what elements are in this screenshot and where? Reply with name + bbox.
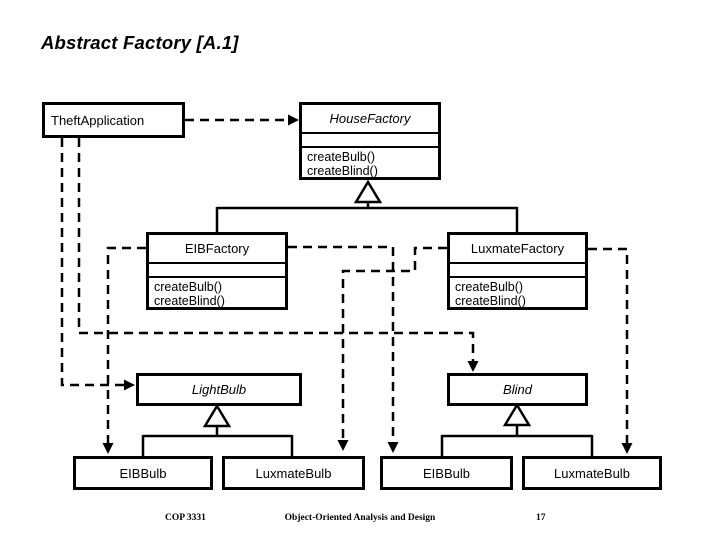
attributes-compartment-housefactory <box>302 132 438 148</box>
class-name-eibbulb-left: EIBBulb <box>119 465 167 481</box>
method-createbulb: createBulb() <box>307 150 376 164</box>
slide-footer: Object-Oriented Analysis and Design COP … <box>0 513 720 529</box>
class-box-lightbulb: LightBulb <box>136 373 302 406</box>
generalization-lines-housefactory <box>215 202 519 232</box>
dependency-luxmatefactory-luxmatebulb-left <box>341 246 447 440</box>
generalization-triangle-housefactory <box>353 179 383 204</box>
footer-course: COP 3331 <box>165 513 206 523</box>
class-box-blind: Blind <box>447 373 588 406</box>
class-box-luxmatefactory: LuxmateFactory createBulb() createBlind(… <box>447 232 588 310</box>
arrowhead-down-blind <box>467 361 479 372</box>
class-name-theftapplication: TheftApplication <box>51 112 145 128</box>
method-createblind: createBlind() <box>455 294 526 307</box>
class-box-housefactory: HouseFactory createBulb() createBlind() <box>299 102 441 180</box>
generalization-lines-blind <box>440 426 594 456</box>
class-name-eibbulb-right: EIBBulb <box>423 465 470 481</box>
method-createbulb: createBulb() <box>154 280 223 294</box>
class-name-lightbulb: LightBulb <box>191 382 247 397</box>
arrowhead-right-lightbulb <box>124 379 135 391</box>
arrowhead-down-luxmatebulb-left <box>337 440 349 451</box>
methods-compartment-housefactory: createBulb() createBlind() <box>302 148 438 177</box>
method-createbulb: createBulb() <box>455 280 524 294</box>
footer-page-number: 17 <box>536 513 546 523</box>
dependency-eibfactory-eibbulb-left <box>106 246 146 444</box>
class-name-housefactory: HouseFactory <box>329 111 411 126</box>
class-box-luxmatebulb-left: LuxmateBulb <box>222 456 365 490</box>
methods-compartment-eibfactory: createBulb() createBlind() <box>149 278 285 307</box>
generalization-triangle-lightbulb <box>202 403 232 428</box>
dependency-luxmatefactory-luxmatebulb-right <box>588 247 629 443</box>
arrowhead-down-luxmatebulb-right <box>621 443 633 454</box>
class-box-eibfactory: EIBFactory createBulb() createBlind() <box>146 232 288 310</box>
generalization-lines-lightbulb <box>141 427 294 456</box>
footer-title: Object-Oriented Analysis and Design <box>284 513 436 523</box>
class-box-theftapplication: TheftApplication <box>42 102 185 138</box>
arrowhead-right-housefactory <box>288 114 299 126</box>
class-box-eibbulb-right: EIBBulb <box>380 456 513 490</box>
arrowhead-down-eibbulb-right <box>387 442 399 453</box>
class-box-luxmatebulb-right: LuxmateBulb <box>522 456 662 490</box>
class-name-blind: Blind <box>503 382 532 397</box>
method-createblind: createBlind() <box>307 164 378 177</box>
slide-title: Abstract Factory [A.1] <box>41 32 239 53</box>
dependency-eibfactory-eibbulb-right <box>288 245 395 442</box>
class-name-eibfactory: EIBFactory <box>184 241 250 256</box>
class-box-eibbulb-left: EIBBulb <box>73 456 213 490</box>
method-createblind: createBlind() <box>154 294 225 307</box>
methods-compartment-luxmatefactory: createBulb() createBlind() <box>450 278 585 307</box>
class-name-luxmatebulb-right: LuxmateBulb <box>554 465 630 481</box>
generalization-triangle-blind <box>502 402 532 427</box>
dependency-theftapplication-lightbulb <box>60 138 125 387</box>
attributes-compartment-eibfactory <box>149 262 285 278</box>
attributes-compartment-luxmatefactory <box>450 262 585 278</box>
class-name-luxmatefactory: LuxmateFactory <box>470 241 565 256</box>
class-name-luxmatebulb-left: LuxmateBulb <box>255 465 332 481</box>
arrowhead-down-eibbulb-left <box>102 443 114 454</box>
dependency-theftapplication-blind <box>77 138 475 362</box>
